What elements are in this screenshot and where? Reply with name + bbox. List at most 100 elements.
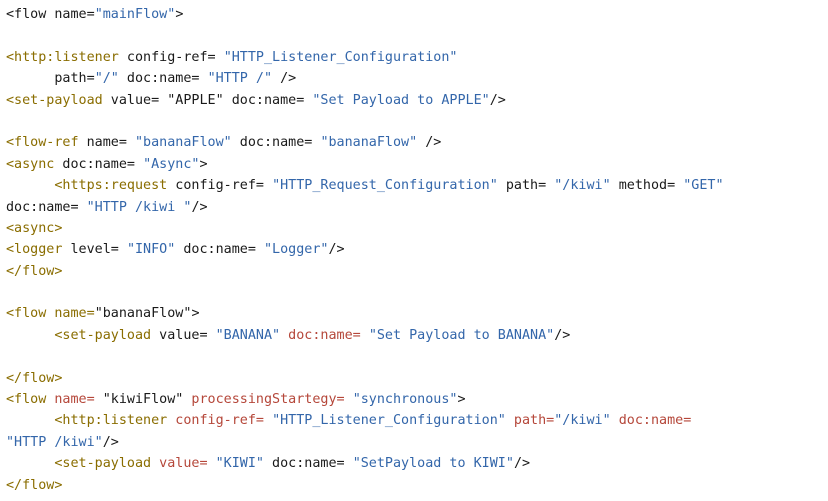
code-token: "GET" bbox=[683, 178, 724, 194]
code-token: <flow-ref bbox=[6, 135, 79, 151]
code-token: "bananaFlow" bbox=[135, 135, 232, 151]
code-line: </flow> bbox=[6, 261, 826, 282]
code-line: <flow name="bananaFlow"> bbox=[6, 303, 826, 324]
code-token: "kiwiFlow" bbox=[102, 392, 184, 408]
code-token: name= bbox=[78, 135, 135, 151]
code-token: <flow name= bbox=[6, 306, 95, 322]
code-token: <async> bbox=[6, 220, 63, 236]
code-line: <set-payload value= "BANANA" doc:name= "… bbox=[6, 325, 826, 346]
code-token: /> bbox=[489, 92, 506, 108]
code-token: > bbox=[457, 392, 466, 408]
code-token: "KIWI" bbox=[215, 456, 264, 472]
code-line bbox=[6, 25, 826, 46]
code-line: <flow name="mainFlow"> bbox=[6, 4, 826, 25]
code-line: <http:listener config-ref= "HTTP_Listene… bbox=[6, 47, 826, 68]
code-token: "/" bbox=[94, 71, 119, 87]
code-line: "HTTP /kiwi"/> bbox=[6, 432, 826, 453]
code-token: <set-payload bbox=[6, 327, 152, 343]
code-line: <logger level= "INFO" doc:name= "Logger"… bbox=[6, 239, 826, 260]
code-token: config-ref= bbox=[118, 49, 224, 65]
code-token: /> bbox=[191, 199, 208, 215]
code-token: /> bbox=[272, 71, 297, 87]
code-token: <http:listener bbox=[6, 413, 168, 429]
code-token: doc:name= bbox=[610, 413, 692, 429]
code-token: "SetPayload to KIWI" bbox=[352, 456, 514, 472]
code-token: doc:name= bbox=[118, 71, 208, 87]
code-token: path= bbox=[497, 178, 555, 194]
code-token: <set-payload bbox=[6, 456, 152, 472]
code-line: doc:name= "HTTP /kiwi "/> bbox=[6, 197, 826, 218]
code-token: "Async" bbox=[143, 156, 200, 172]
code-line: <http:listener config-ref= "HTTP_Listene… bbox=[6, 410, 826, 431]
code-token: level= bbox=[62, 242, 127, 258]
code-token: doc:name= bbox=[223, 92, 313, 108]
code-token: <set-payload bbox=[6, 92, 103, 108]
code-listing: <flow name="mainFlow"> <http:listener co… bbox=[6, 4, 826, 496]
code-token: "HTTP_Request_Configuration" bbox=[272, 178, 498, 194]
code-token: "Set Payload to APPLE" bbox=[312, 92, 490, 108]
code-token: doc:name= bbox=[231, 135, 321, 151]
code-token: path= bbox=[505, 413, 555, 429]
code-token: config-ref= bbox=[167, 178, 273, 194]
code-token: "HTTP_Listener_Configuration" bbox=[272, 413, 506, 429]
code-token: doc:name= bbox=[280, 327, 369, 343]
code-token: /> bbox=[513, 456, 531, 472]
code-token: </flow> bbox=[6, 263, 63, 279]
code-token: config-ref= bbox=[167, 413, 273, 429]
code-token: /> bbox=[102, 434, 119, 450]
code-token: method= bbox=[610, 178, 684, 194]
code-token: value= bbox=[151, 327, 216, 343]
code-line bbox=[6, 111, 826, 132]
code-token: "HTTP /" bbox=[207, 71, 273, 87]
code-token: <flow name= bbox=[6, 7, 95, 22]
code-token: > bbox=[191, 306, 200, 322]
code-token: </flow> bbox=[6, 477, 63, 493]
code-line: <flow-ref name= "bananaFlow" doc:name= "… bbox=[6, 132, 826, 153]
code-token: "HTTP_Listener_Configuration" bbox=[223, 49, 458, 65]
code-token: /> bbox=[417, 135, 442, 151]
code-token: <async bbox=[6, 156, 55, 172]
code-line bbox=[6, 346, 826, 367]
code-line: </flow> bbox=[6, 475, 826, 496]
code-line: <set-payload value= "APPLE" doc:name= "S… bbox=[6, 90, 826, 111]
code-token: "bananaFlow" bbox=[94, 306, 192, 322]
code-token: <https:request bbox=[6, 178, 168, 194]
code-token: doc:name= bbox=[264, 456, 353, 472]
code-token: <http:listener bbox=[6, 49, 119, 65]
code-token: processingStartegy= bbox=[183, 392, 353, 408]
code-token: name= bbox=[46, 392, 103, 408]
code-token: value= bbox=[151, 456, 216, 472]
code-token: > bbox=[175, 7, 184, 22]
code-token: <logger bbox=[6, 242, 63, 258]
code-line bbox=[6, 282, 826, 303]
code-token: /> bbox=[328, 242, 345, 258]
code-line: <set-payload value= "KIWI" doc:name= "Se… bbox=[6, 453, 826, 474]
code-line: </flow> bbox=[6, 368, 826, 389]
code-token: "mainFlow" bbox=[94, 7, 176, 22]
code-line: <flow name= "kiwiFlow" processingStarteg… bbox=[6, 389, 826, 410]
code-line: path="/" doc:name= "HTTP /" /> bbox=[6, 68, 826, 89]
code-token: "BANANA" bbox=[215, 327, 281, 343]
code-token: "/kiwi" bbox=[554, 413, 611, 429]
code-line: <https:request config-ref= "HTTP_Request… bbox=[6, 175, 826, 196]
code-token: "Logger" bbox=[264, 242, 329, 258]
code-line: <async doc:name= "Async"> bbox=[6, 154, 826, 175]
code-token: path= bbox=[6, 71, 95, 87]
code-token: "HTTP /kiwi" bbox=[6, 434, 103, 450]
code-token: <flow bbox=[6, 392, 47, 408]
code-token: value= bbox=[102, 92, 168, 108]
code-token: > bbox=[199, 156, 208, 172]
code-token: doc:name= bbox=[6, 199, 87, 215]
code-token: "bananaFlow" bbox=[320, 135, 418, 151]
code-token: doc:name= bbox=[175, 242, 264, 258]
code-token: "HTTP /kiwi " bbox=[86, 199, 192, 215]
code-token: /> bbox=[554, 327, 571, 343]
code-token: doc:name= bbox=[54, 156, 144, 172]
code-line: <async> bbox=[6, 218, 826, 239]
code-token: "synchronous" bbox=[352, 392, 458, 408]
code-token: "APPLE" bbox=[167, 92, 224, 108]
code-token: "/kiwi" bbox=[554, 178, 611, 194]
code-token: </flow> bbox=[6, 370, 63, 386]
code-token: "Set Payload to BANANA" bbox=[368, 327, 555, 343]
code-token: "INFO" bbox=[126, 242, 176, 258]
